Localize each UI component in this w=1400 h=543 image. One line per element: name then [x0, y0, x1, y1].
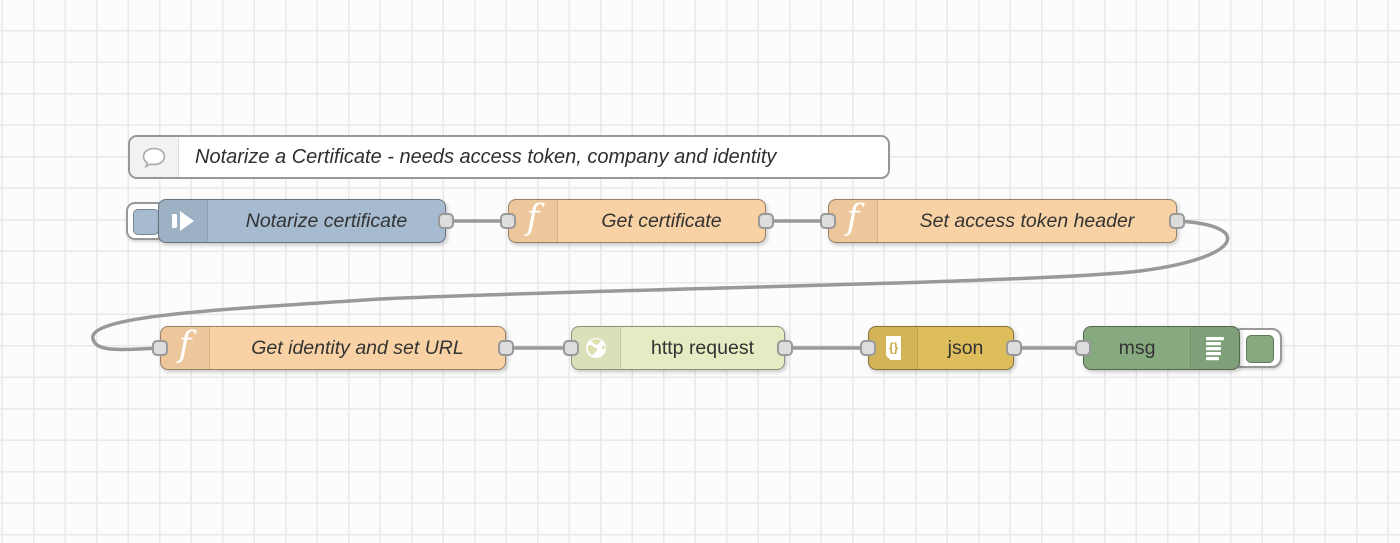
comment-label: Notarize a Certificate - needs access to… — [195, 145, 777, 168]
function-icon-zone: f — [161, 327, 210, 369]
node-debug-msg[interactable]: msg — [1075, 326, 1240, 370]
output-port[interactable] — [1006, 340, 1022, 356]
node-inject-notarize-certificate[interactable]: Notarize certificate — [158, 199, 454, 243]
node-function-set-access-token-header[interactable]: f Set access token header — [820, 199, 1185, 243]
node-label: json — [947, 336, 984, 359]
node-label: msg — [1118, 336, 1156, 359]
debug-icon-zone — [1190, 327, 1239, 369]
function-f-icon: f — [846, 197, 860, 238]
debug-toggle-button-fill — [1246, 335, 1274, 363]
node-function-get-identity-and-set-url[interactable]: f Get identity and set URL — [152, 326, 514, 370]
function-icon-zone: f — [509, 200, 558, 242]
node-http-request[interactable]: http request — [563, 326, 793, 370]
svg-text:{}: {} — [889, 341, 899, 355]
input-port[interactable] — [152, 340, 168, 356]
input-port[interactable] — [1075, 340, 1091, 356]
output-port[interactable] — [1169, 213, 1185, 229]
output-port[interactable] — [777, 340, 793, 356]
debug-toggle-button[interactable] — [1232, 328, 1282, 368]
speech-bubble-icon — [142, 147, 166, 169]
http-request-icon-zone — [572, 327, 621, 369]
output-port[interactable] — [498, 340, 514, 356]
output-port[interactable] — [438, 213, 454, 229]
node-label: Notarize certificate — [245, 209, 408, 232]
node-label: Set access token header — [919, 209, 1135, 232]
json-file-icon: {} — [886, 336, 901, 360]
node-json[interactable]: {} json — [860, 326, 1022, 370]
function-f-icon: f — [526, 197, 540, 238]
node-function-get-certificate[interactable]: f Get certificate — [500, 199, 774, 243]
inject-trigger-button-fill — [133, 209, 159, 235]
inject-icon-zone — [159, 200, 208, 242]
wire-set-access-token-to-get-identity-loop[interactable] — [91, 219, 1230, 352]
inject-arrow-icon — [172, 211, 194, 231]
input-port[interactable] — [860, 340, 876, 356]
node-label: Get identity and set URL — [251, 336, 464, 359]
node-label: Get certificate — [601, 209, 722, 232]
comment-node[interactable]: Notarize a Certificate - needs access to… — [128, 135, 890, 179]
globe-icon — [586, 338, 606, 358]
input-port[interactable] — [563, 340, 579, 356]
node-label: http request — [651, 336, 754, 359]
json-icon-zone: {} — [869, 327, 918, 369]
output-port[interactable] — [758, 213, 774, 229]
input-port[interactable] — [820, 213, 836, 229]
debug-list-icon — [1206, 337, 1224, 361]
function-icon-zone: f — [829, 200, 878, 242]
input-port[interactable] — [500, 213, 516, 229]
function-f-icon: f — [178, 324, 192, 365]
comment-icon-zone — [130, 137, 179, 177]
